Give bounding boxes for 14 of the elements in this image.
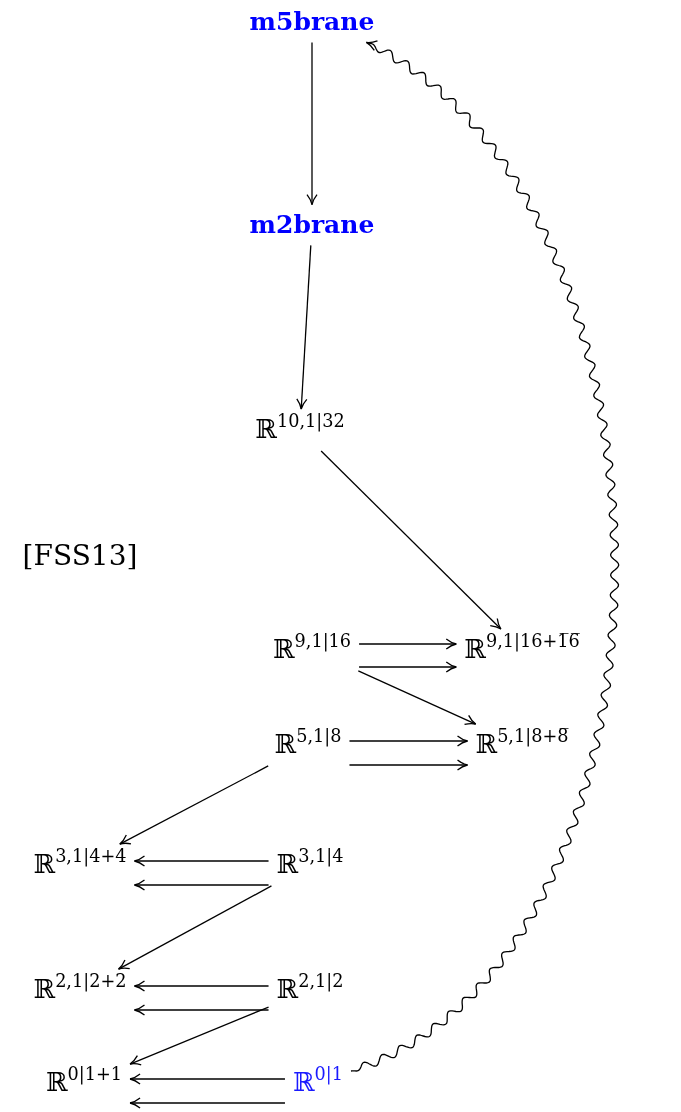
space-label: ℝ$^{2,1|2+2}$	[31, 975, 129, 1005]
space-label: ℝ$^{10,1|32}$	[253, 415, 347, 445]
space-label: ℝ$^{5,1|8}$	[272, 730, 344, 760]
space-label: ℝ$^{3,1|4}$	[274, 850, 346, 880]
space-label: ℝ$^{3,1|4+4}$	[31, 850, 129, 880]
space-label: ℝ$^{9,1|16+1̅6̅}$	[462, 635, 582, 665]
space-label: ℝ$^{0|1}$	[290, 1068, 346, 1098]
space-label: ℝ$^{0|1+1}$	[43, 1068, 125, 1098]
brane-label: m2brane	[247, 210, 377, 240]
space-label: ℝ$^{2,1|2}$	[274, 975, 346, 1005]
space-label: ℝ$^{9,1|16}$	[270, 635, 354, 665]
citation-label: [FSS13]	[22, 538, 138, 572]
space-label: ℝ$^{5,1|8+8̅}$	[473, 730, 571, 760]
brane-label: m5brane	[247, 7, 377, 37]
